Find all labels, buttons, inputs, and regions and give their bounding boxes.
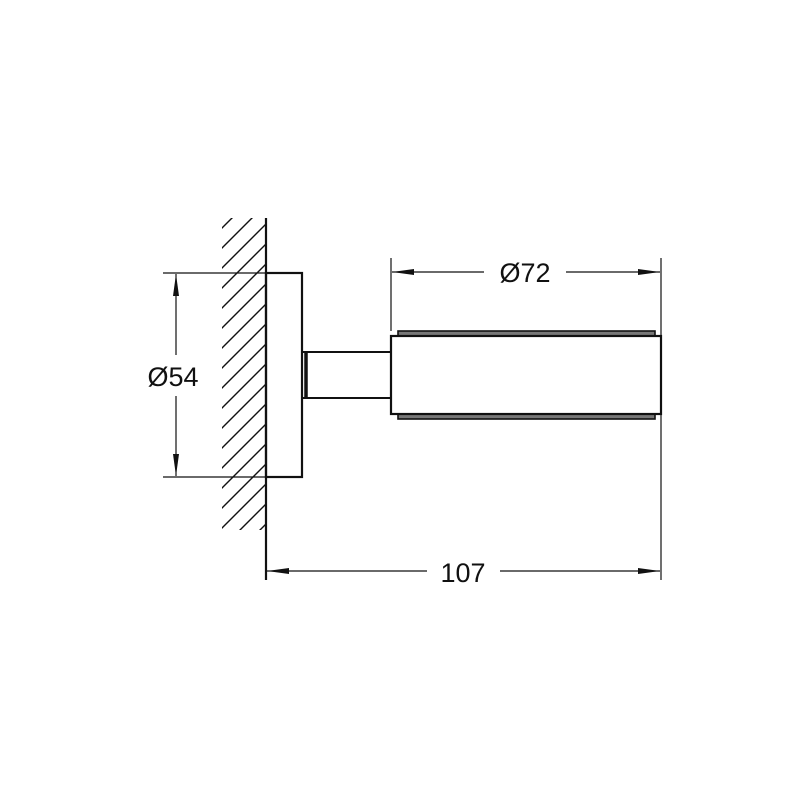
dimension-cup-diameter: Ø72 bbox=[390, 258, 662, 580]
dimension-label-107: 107 bbox=[440, 558, 485, 588]
wall-hatching bbox=[222, 218, 266, 530]
dimension-label-72: Ø72 bbox=[499, 258, 550, 288]
dimension-projection: 107 bbox=[267, 558, 660, 588]
rosette bbox=[264, 271, 304, 479]
dimension-label-54: Ø54 bbox=[147, 362, 198, 392]
dimension-rosette-diameter: Ø54 bbox=[147, 272, 266, 478]
cup bbox=[389, 330, 663, 420]
stem bbox=[302, 351, 395, 399]
